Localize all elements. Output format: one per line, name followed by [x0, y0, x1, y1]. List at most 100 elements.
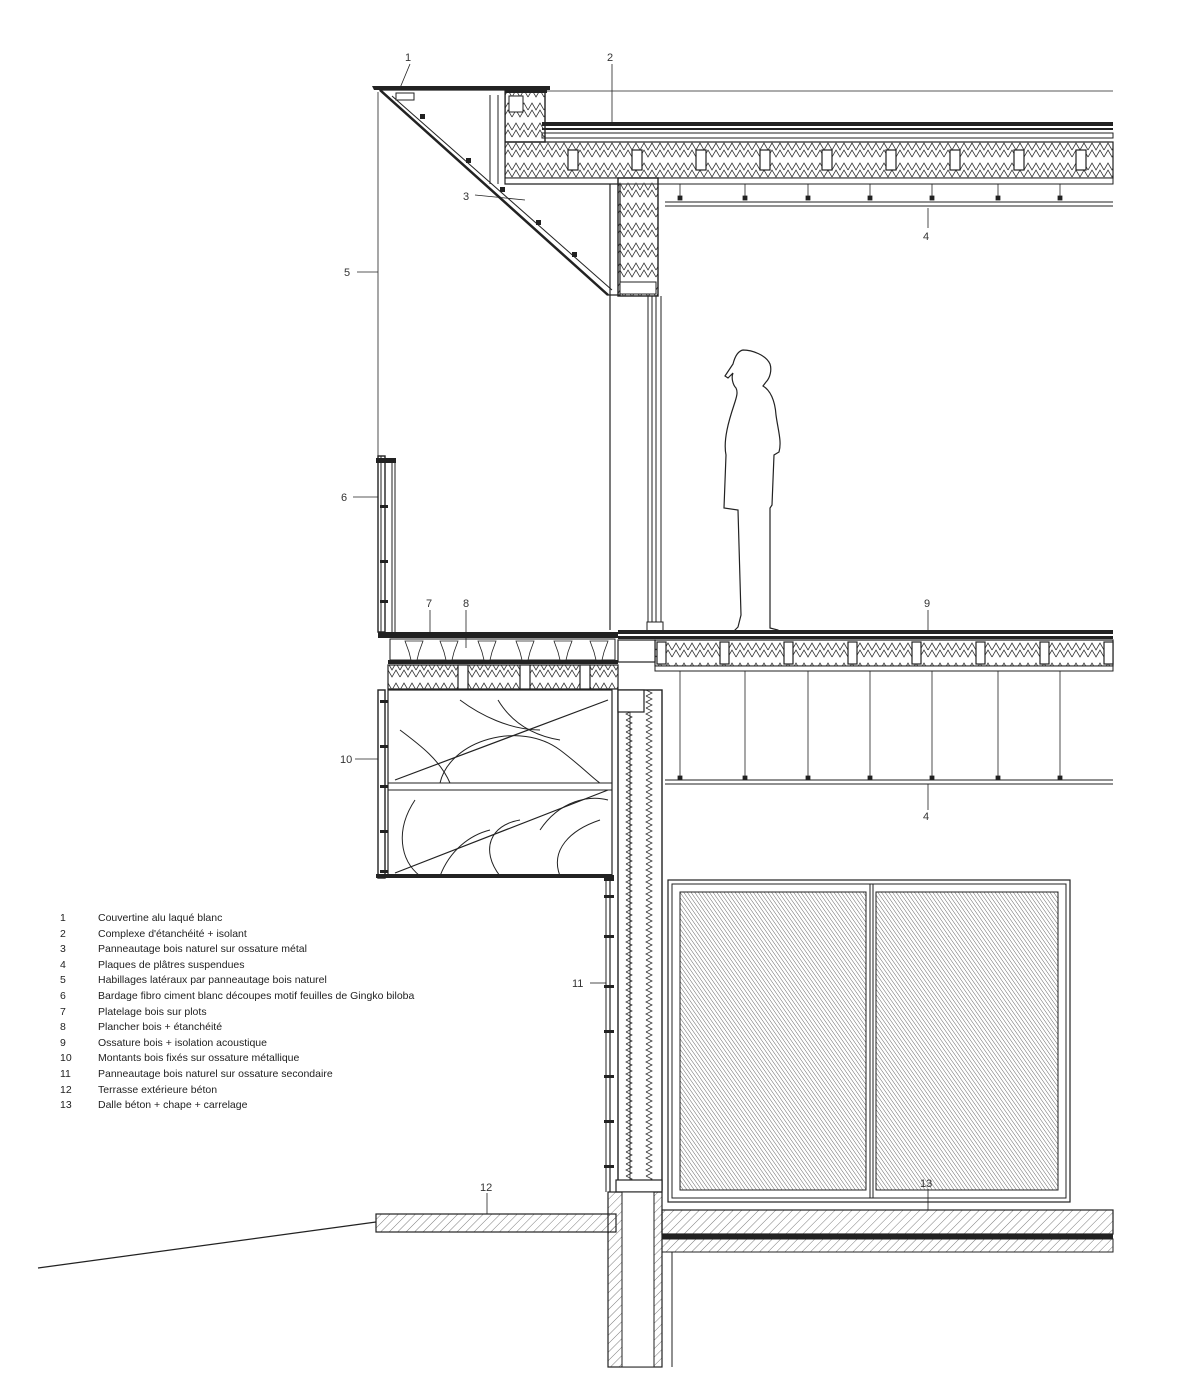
fixing-mark: [380, 505, 388, 508]
balcony-underside-panel: [376, 689, 613, 879]
ceiling-hanger-clip: [742, 195, 748, 201]
intermediate-floor: [617, 630, 1114, 785]
fixing-mark: [604, 935, 614, 938]
legend-text: Panneautage bois naturel sur ossature se…: [98, 1067, 333, 1080]
fixing-mark: [604, 1030, 614, 1033]
soffit-fastener: [572, 252, 577, 257]
callout-7: 7: [426, 598, 432, 610]
roof-assembly: [504, 90, 1114, 207]
ceiling-hanger-clip: [1057, 775, 1063, 781]
ceiling-hanger-clip: [929, 195, 935, 201]
person-silhouette: [723, 349, 782, 633]
floor-joist: [656, 641, 667, 665]
fixing-mark: [604, 985, 614, 988]
legend-number: 13: [60, 1099, 72, 1112]
legend-row: 10 Montants bois fixés sur ossature métal…: [60, 1051, 414, 1067]
fixing-mark: [380, 830, 388, 833]
roof-joist: [1075, 149, 1087, 171]
callout-8: 8: [463, 598, 469, 610]
legend-text: Dalle béton + chape + carrelage: [98, 1099, 248, 1112]
fixing-mark: [380, 785, 388, 788]
soffit-fastener: [420, 114, 425, 119]
legend-text: Plaques de plâtres suspendues: [98, 958, 245, 971]
roof-joist: [695, 149, 707, 171]
floor-joist: [1103, 641, 1114, 665]
floor-joist: [1039, 641, 1050, 665]
legend-number: 4: [60, 958, 66, 971]
ceiling-hanger-clip: [929, 775, 935, 781]
floor-joist: [975, 641, 986, 665]
callout-6: 6: [341, 492, 347, 504]
fixing-mark: [604, 1075, 614, 1078]
legend-number: 6: [60, 989, 66, 1002]
ceiling-hanger-clip: [677, 775, 683, 781]
roof-overhang: [372, 86, 621, 296]
deck-joist: [519, 664, 531, 690]
callout-labels: 1 2 3 4 5 6 7 8 9 10 4 11 12 13: [340, 52, 932, 1194]
callout-11: 11: [572, 978, 583, 990]
legend-text: Montants bois fixés sur ossature métalli…: [98, 1052, 300, 1065]
soffit-fastener: [466, 158, 471, 163]
roof-joist: [759, 149, 771, 171]
legend-row: 4 Plaques de plâtres suspendues: [60, 958, 414, 974]
legend-number: 12: [60, 1083, 72, 1096]
legend-number: 3: [60, 943, 66, 956]
callout-1: 1: [405, 52, 411, 64]
fixing-mark: [604, 895, 614, 898]
fixing-mark: [604, 1165, 614, 1168]
fixing-mark: [380, 600, 388, 603]
ceiling-hanger-clip: [677, 195, 683, 201]
roof-joist: [567, 149, 579, 171]
legend-row: 8 Plancher bois + étanchéité: [60, 1020, 414, 1036]
fixing-mark: [380, 560, 388, 563]
ceiling-hanger-clip: [867, 775, 873, 781]
legend-text: Habillages latéraux par panneautage bois…: [98, 974, 327, 987]
upper-wall: [609, 177, 664, 633]
fixing-mark: [604, 1120, 614, 1123]
glazed-door: [667, 879, 1071, 1203]
floor-joist: [847, 641, 858, 665]
legend-number: 5: [60, 974, 66, 987]
legend-number: 7: [60, 1005, 66, 1018]
balcony-deck: [378, 632, 619, 690]
ground-and-foundation: [37, 1191, 1114, 1368]
roof-joist: [631, 149, 643, 171]
callout-5: 5: [344, 267, 350, 279]
legend-number: 9: [60, 1036, 66, 1049]
legend-row: 11 Panneautage bois naturel sur ossature …: [60, 1067, 414, 1083]
legend-number: 10: [60, 1052, 72, 1065]
ceiling-hanger-clip: [995, 195, 1001, 201]
balcony-railing: [376, 455, 396, 633]
roof-joist: [885, 149, 897, 171]
floor-joist: [719, 641, 730, 665]
callout-9: 9: [924, 598, 930, 610]
callout-12: 12: [480, 1182, 492, 1194]
legend-row: 6 Bardage fibro ciment blanc découpes mot…: [60, 989, 414, 1005]
deck-joist: [579, 664, 591, 690]
legend-number: 11: [60, 1067, 71, 1080]
deck-joist: [457, 664, 469, 690]
roof-joist: [1013, 149, 1025, 171]
callout-4-upper: 4: [923, 231, 929, 243]
parapet: [503, 88, 547, 143]
floor-joist: [911, 641, 922, 665]
callout-10: 10: [340, 754, 352, 766]
legend-text: Bardage fibro ciment blanc découpes moti…: [98, 989, 415, 1002]
ceiling-hanger-clip: [1057, 195, 1063, 201]
ceiling-hanger-clip: [742, 775, 748, 781]
legend-number: 8: [60, 1021, 66, 1034]
soffit-fastener: [500, 187, 505, 192]
soffit-fastener: [536, 220, 541, 225]
callout-3: 3: [463, 191, 469, 203]
fixing-mark: [380, 870, 388, 873]
legend-text: Ossature bois + isolation acoustique: [98, 1036, 267, 1049]
legend-row: 13 Dalle béton + chape + carrelage: [60, 1098, 414, 1114]
roof-joist: [949, 149, 961, 171]
legend-number: 1: [60, 912, 66, 924]
callout-13: 13: [920, 1178, 932, 1190]
legend-text: Plancher bois + étanchéité: [98, 1021, 223, 1034]
